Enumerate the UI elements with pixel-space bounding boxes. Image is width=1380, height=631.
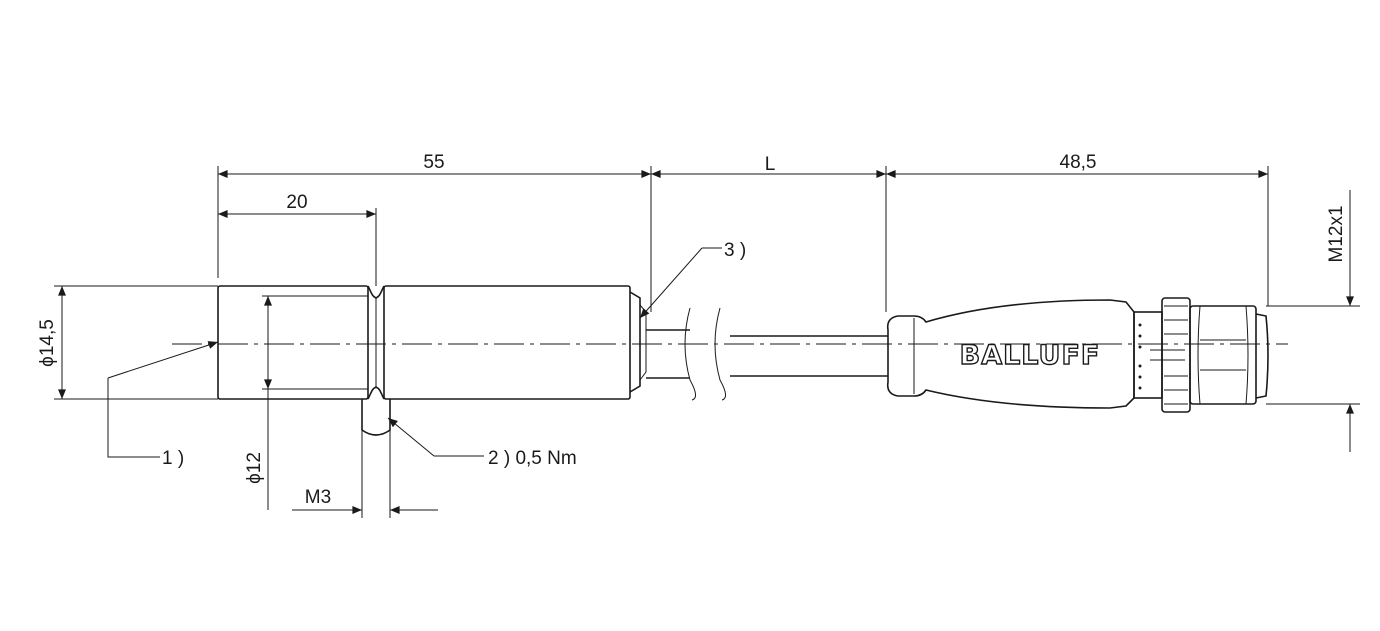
dimension-body-length: 55: [217, 152, 652, 312]
dim-L-label: L: [765, 154, 776, 175]
dimension-connector-thread: M12x1: [1266, 190, 1360, 452]
dimension-screw-size: M3: [292, 430, 438, 518]
dim-20-label: 20: [286, 192, 307, 213]
dim-m12x1-label: M12x1: [1326, 205, 1347, 262]
callout-1: 1 ): [107, 341, 219, 469]
dimension-cable-length: L: [650, 154, 887, 312]
dim-d14-5-label: ϕ14,5: [37, 319, 58, 367]
callout-3: 3 ): [639, 240, 746, 319]
m12-connector: BALLUFF: [886, 297, 1269, 413]
callout-2-label: 2 ) 0,5 Nm: [488, 448, 577, 469]
callout-3-label: 3 ): [724, 240, 746, 261]
dimension-groove-position: 20: [218, 192, 377, 286]
dim-48-5-label: 48,5: [1060, 152, 1097, 173]
brand-logo: BALLUFF: [960, 340, 1101, 371]
callout-2: 2 ) 0,5 Nm: [387, 417, 577, 469]
dim-55-label: 55: [423, 152, 444, 173]
knurl-dots: [1138, 323, 1142, 390]
dimension-thread-diameter: ϕ12: [244, 296, 272, 510]
dim-d12-label: ϕ12: [244, 452, 265, 484]
dimension-body-diameter: ϕ14,5: [37, 285, 218, 400]
sensor-body: [217, 285, 647, 436]
cable: [646, 307, 888, 401]
dimension-connector-length: 48,5: [885, 152, 1269, 306]
knurl-lines: [1164, 305, 1188, 405]
callout-1-label: 1 ): [162, 448, 184, 469]
dim-m3-label: M3: [305, 487, 331, 508]
